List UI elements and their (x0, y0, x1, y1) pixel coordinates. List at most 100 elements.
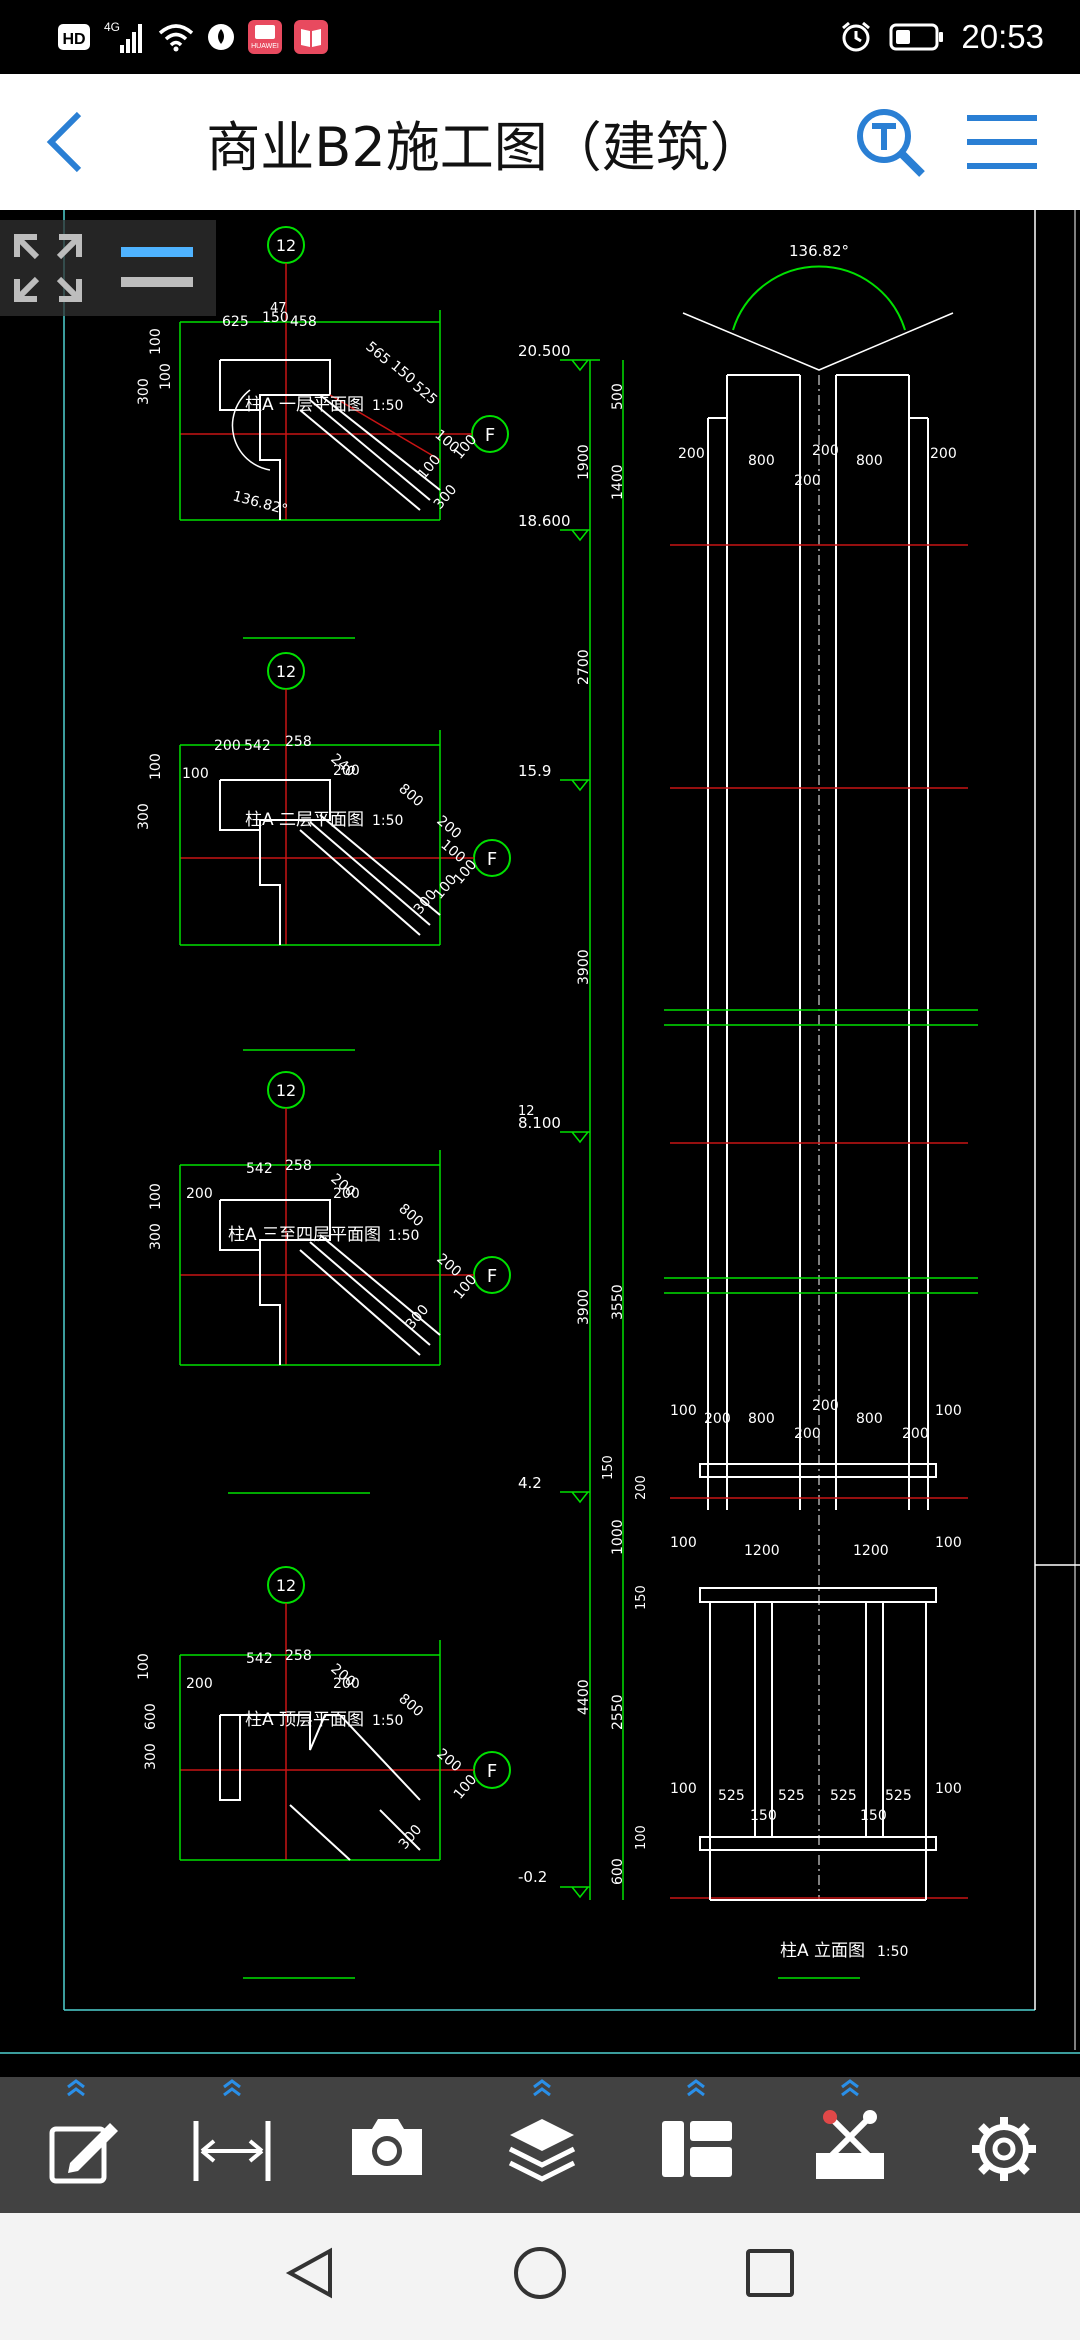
svg-text:800: 800 (748, 1411, 775, 1427)
svg-text:300: 300 (143, 1743, 159, 1770)
svg-text:柱A 二层平面图: 柱A 二层平面图 (245, 810, 364, 830)
svg-text:200: 200 (704, 1411, 731, 1427)
svg-text:525: 525 (778, 1788, 805, 1804)
svg-text:150: 150 (387, 358, 418, 387)
measure-tool-button[interactable] (172, 2077, 292, 2213)
svg-text:200: 200 (902, 1426, 929, 1442)
zoom-toggle-button[interactable] (112, 230, 202, 306)
settings-button[interactable] (944, 2077, 1064, 2213)
svg-text:525: 525 (718, 1788, 745, 1804)
status-right: 20:53 (839, 12, 1044, 62)
svg-text:625: 625 (222, 314, 249, 330)
svg-text:800: 800 (748, 453, 775, 469)
svg-text:800: 800 (856, 453, 883, 469)
svg-text:1:50: 1:50 (877, 1944, 908, 1960)
bottom-toolbar (0, 2077, 1080, 2213)
svg-text:542: 542 (246, 1651, 273, 1667)
system-nav-bar (0, 2213, 1080, 2340)
book-app-icon (294, 20, 328, 54)
svg-text:542: 542 (244, 738, 271, 754)
svg-text:300: 300 (136, 378, 152, 405)
svg-text:3900: 3900 (576, 1289, 592, 1325)
svg-text:200: 200 (186, 1676, 213, 1692)
clock: 20:53 (961, 18, 1044, 55)
zoom-bars-icon (121, 247, 193, 287)
svg-text:800: 800 (395, 1201, 426, 1230)
level-7: -0.2 (518, 1868, 547, 1886)
svg-text:565: 565 (362, 339, 393, 368)
svg-text:150: 150 (860, 1808, 887, 1824)
view-controls (0, 220, 216, 316)
svg-text:2700: 2700 (576, 649, 592, 685)
nav-recents-icon (746, 2249, 794, 2297)
fullscreen-button[interactable] (10, 230, 86, 306)
svg-text:600: 600 (610, 1858, 626, 1885)
elevation[interactable]: 136.82° 20.500 (518, 242, 978, 1979)
title-bar: 商业B2施工图（建筑） (0, 74, 1080, 211)
svg-text:HD: HD (62, 31, 85, 48)
edit-tool-button[interactable] (16, 2077, 136, 2213)
svg-text:1:50: 1:50 (372, 1713, 403, 1729)
plan-4[interactable]: 12 F 542 258 200 200 200 800 200 100 100… (136, 1566, 511, 1979)
toolbox-icon (816, 2079, 884, 2179)
svg-text:150: 150 (634, 1585, 649, 1610)
svg-text:F: F (487, 1761, 497, 1782)
nav-home-button[interactable] (500, 2233, 580, 2313)
svg-text:1000: 1000 (610, 1519, 626, 1555)
svg-text:F: F (487, 849, 497, 870)
svg-text:100: 100 (148, 1183, 164, 1210)
measure-icon (193, 2079, 271, 2181)
svg-text:525: 525 (885, 1788, 912, 1804)
svg-text:200: 200 (794, 473, 821, 489)
nav-back-button[interactable] (270, 2233, 350, 2313)
svg-text:200: 200 (433, 1251, 464, 1280)
text-search-button[interactable] (850, 102, 930, 182)
plan-2[interactable]: 12 F 200 542 258 240 200 800 200 100 100… (136, 652, 511, 1051)
svg-text:3550: 3550 (610, 1284, 626, 1320)
svg-text:200: 200 (794, 1426, 821, 1442)
nav-recents-button[interactable] (730, 2233, 810, 2313)
svg-text:1400: 1400 (610, 464, 626, 500)
menu-button[interactable] (962, 104, 1042, 180)
level-1: 20.500 (518, 342, 571, 360)
cad-drawing-canvas[interactable]: 12 F 625 150 458 47 565 150 525 100 100 … (0, 210, 1080, 2077)
svg-text:258: 258 (285, 1158, 312, 1174)
svg-text:258: 258 (285, 1648, 312, 1664)
svg-text:200: 200 (333, 1676, 360, 1692)
svg-text:300: 300 (136, 803, 152, 830)
svg-text:200: 200 (930, 446, 957, 462)
page-title: 商业B2施工图（建筑） (206, 115, 764, 179)
svg-text:100: 100 (158, 363, 174, 390)
gear-icon (972, 2117, 1036, 2181)
svg-text:1:50: 1:50 (372, 813, 403, 829)
camera-tool-button[interactable] (326, 2077, 446, 2213)
alarm-icon (842, 21, 871, 52)
level-4: 12 (518, 1104, 535, 1119)
svg-text:柱A 顶层平面图: 柱A 顶层平面图 (245, 1710, 364, 1730)
svg-text:200: 200 (333, 763, 360, 779)
cellular-signal-icon: 4G (104, 20, 142, 53)
chevron-left-icon (46, 111, 82, 173)
svg-text:200: 200 (186, 1186, 213, 1202)
layout-tool-button[interactable] (636, 2077, 756, 2213)
svg-text:F: F (487, 1266, 497, 1287)
toolbox-tool-button[interactable] (790, 2077, 910, 2213)
drawing-frame (0, 210, 1080, 2054)
svg-text:458: 458 (290, 314, 317, 330)
svg-text:150: 150 (262, 310, 289, 326)
status-bar: HD 4G HUAWEI (0, 0, 1080, 74)
level-3: 15.9 (518, 762, 551, 780)
plan-1-label: 柱A 一层平面图 (245, 395, 364, 415)
svg-text:800: 800 (395, 781, 426, 810)
level-5: 8.100 (518, 1114, 561, 1132)
layers-tool-button[interactable] (482, 2077, 602, 2213)
svg-text:200: 200 (678, 446, 705, 462)
text-search-icon (857, 109, 925, 177)
nav-home-icon (514, 2247, 566, 2299)
svg-text:200: 200 (634, 1475, 649, 1500)
plan-3[interactable]: 12 F 542 258 200 200 200 800 200 100 100… (148, 1071, 511, 1494)
back-button[interactable] (30, 104, 100, 180)
status-left: HD 4G HUAWEI (58, 16, 328, 58)
expand-icon (14, 234, 82, 302)
svg-text:100: 100 (935, 1403, 962, 1419)
